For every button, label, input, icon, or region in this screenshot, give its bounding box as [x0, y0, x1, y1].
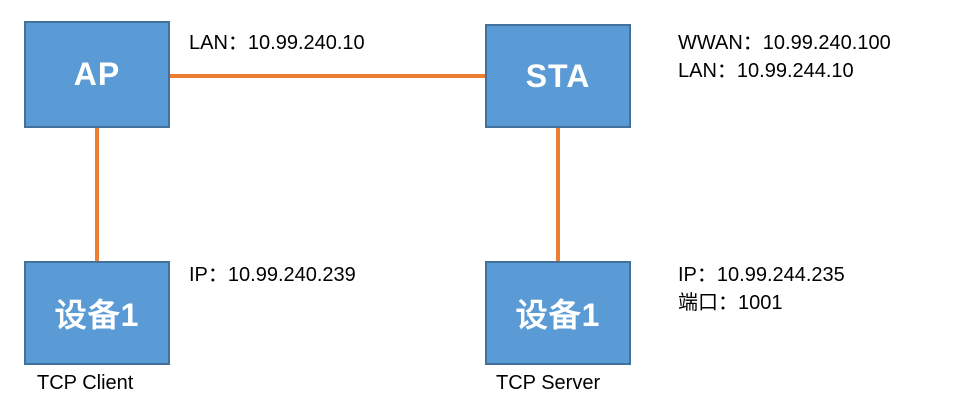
link-ap-sta	[170, 74, 485, 78]
node-sta-label: STA	[525, 57, 591, 94]
annotation-ap-lan-ip: LAN：10.99.240.10	[189, 32, 365, 54]
node-device-client-label: 设备1	[54, 297, 140, 333]
annotation-sta-addresses: WWAN：10.99.240.100 LAN：10.99.244.10	[678, 29, 891, 85]
node-ap: AP	[24, 21, 170, 128]
link-ap-client	[95, 128, 99, 261]
link-sta-server	[556, 128, 560, 261]
node-sta: STA	[485, 24, 631, 128]
annotation-server-port: 端口：1001	[678, 292, 783, 314]
node-device-client: 设备1	[24, 261, 170, 365]
annotation-client-ip: IP：10.99.240.239	[189, 264, 356, 286]
caption-tcp-client: TCP Client	[37, 372, 134, 394]
caption-tcp-server: TCP Server	[496, 372, 601, 394]
node-device-server: 设备1	[485, 261, 631, 365]
node-device-server-label: 设备1	[515, 297, 601, 333]
annotation-sta-lan-ip: LAN：10.99.244.10	[678, 60, 854, 82]
node-ap-label: AP	[73, 56, 121, 92]
annotation-server-ip: IP：10.99.244.235	[678, 264, 845, 286]
annotation-server-address: IP：10.99.244.235 端口：1001	[678, 261, 845, 317]
annotation-sta-wwan-ip: WWAN：10.99.240.100	[678, 32, 891, 54]
